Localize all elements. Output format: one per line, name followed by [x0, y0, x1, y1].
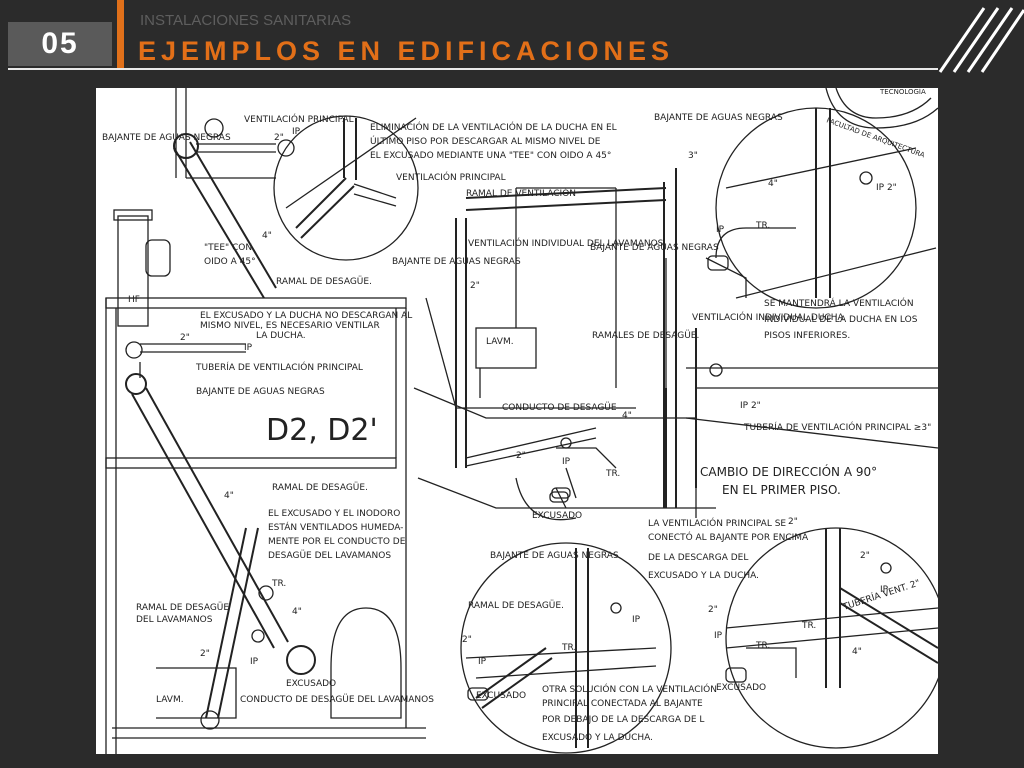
label-ramal-desague-3: RAMAL DE DESAGÜE.	[468, 600, 564, 611]
dim-4in-6: 4"	[852, 647, 862, 657]
plumbing-diagram: BAJANTE DE AGUAS NEGRAS VENTILACIÓN PRIN…	[102, 88, 938, 754]
label-conducto-desague: CONDUCTO DE DESAGÜE	[502, 402, 617, 413]
label-ramal-desague-lav-1: RAMAL DE DESAGÜE	[136, 602, 229, 613]
label-ventilacion-individual-ducha: VENTILACIÓN INDIVIDUAL DUCHA	[692, 311, 844, 323]
accent-bar	[117, 0, 124, 68]
dim-4in-2: 4"	[768, 179, 778, 189]
dim-ip-9: IP	[478, 657, 487, 667]
dim-ip2-2: IP 2"	[740, 401, 761, 411]
label-otra-4: EXCUSADO Y LA DUCHA.	[542, 733, 653, 743]
label-excusado-3: EXCUSADO	[476, 691, 526, 701]
label-excusado-ducha-1: EL EXCUSADO Y LA DUCHA NO DESCARGAN AL	[200, 311, 412, 321]
dim-4in-3: 4"	[622, 411, 632, 421]
dim-ip2-1: IP 2"	[876, 183, 897, 193]
dim-2in-5: 2"	[200, 649, 210, 659]
label-se-mantendra-1: SE MANTENDRÁ LA VENTILACIÓN	[764, 297, 914, 309]
label-hf: HF	[128, 295, 140, 305]
dim-2in-1: 2"	[274, 133, 284, 143]
label-eliminacion-3: EL EXCUSADO MEDIANTE UNA "TEE" CON OIDO …	[370, 151, 611, 161]
label-excusado-1: EXCUSADO	[532, 511, 582, 521]
label-tuberia-vent: TUBERÍA DE VENTILACIÓN PRINCIPAL	[195, 361, 363, 373]
label-ramal-desague-lav-2: DEL LAVAMANOS	[136, 615, 213, 625]
label-eliminacion-2: ÚLTIMO PISO POR DESCARGAR AL MISMO NIVEL…	[370, 135, 601, 147]
label-bajante-2: BAJANTE DE AGUAS NEGRAS	[392, 257, 521, 267]
plumbing-diagram-panel: BAJANTE DE AGUAS NEGRAS VENTILACIÓN PRIN…	[96, 88, 938, 754]
label-inodoro-2: ESTÁN VENTILADOS HUMEDA-	[268, 521, 403, 533]
label-cambio-2: EN EL PRIMER PISO.	[722, 483, 841, 497]
label-la-vent-1: LA VENTILACIÓN PRINCIPAL SE	[648, 517, 786, 529]
label-otra-1: OTRA SOLUCIÓN CON LA VENTILACIÓN	[542, 683, 717, 695]
label-otra-2: PRINCIPAL CONECTADA AL BAJANTE	[542, 699, 703, 709]
dim-tr-3: TR.	[271, 579, 286, 589]
label-ramal-desague-1: RAMAL DE DESAGÜE.	[276, 276, 372, 287]
dim-ip-4: IP	[562, 457, 571, 467]
dim-4in-4: 4"	[224, 491, 234, 501]
label-tuberia-vent-principal: TUBERÍA DE VENTILACIÓN PRINCIPAL ≥3"	[743, 421, 931, 433]
label-bajante-top: BAJANTE DE AGUAS NEGRAS	[654, 113, 783, 123]
label-la-vent-4: EXCUSADO Y LA DUCHA.	[648, 571, 759, 581]
label-se-mantendra-2: INDIVIDUAL DE LA DUCHA EN LOS	[764, 315, 918, 325]
dim-2in-8: 2"	[708, 605, 718, 615]
dim-ip-2: IP	[716, 225, 725, 235]
label-ramal-desague-2: RAMAL DE DESAGÜE.	[272, 482, 368, 493]
dim-4in-5: 4"	[292, 607, 302, 617]
label-tee-1: "TEE" CON	[204, 243, 252, 253]
dim-tr-6: TR.	[561, 643, 576, 653]
label-bajante-3: BAJANTE DE AGUAS NEGRAS	[590, 243, 719, 253]
label-ventilacion-principal-2: VENTILACIÓN PRINCIPAL	[396, 171, 506, 183]
label-otra-3: POR DEBAJO DE LA DESCARGA DE L	[542, 715, 704, 725]
dim-2in-3: 2"	[470, 281, 480, 291]
label-cambio-1: CAMBIO DE DIRECCIÓN A 90°	[700, 464, 877, 479]
section-number-box: 05	[8, 22, 112, 66]
label-inodoro-3: MENTE POR EL CONDUCTO DE	[268, 537, 406, 547]
decorative-slashes-icon	[938, 7, 1024, 73]
label-ramales-desague: RAMALES DE DESAGÜE.	[592, 330, 699, 341]
dim-2in-4: 2"	[516, 451, 526, 461]
dim-2in-9: 2"	[462, 635, 472, 645]
dim-ip-3: IP	[244, 343, 253, 353]
label-conducto-lav: CONDUCTO DE DESAGÜE DEL LAVAMANOS	[240, 694, 434, 705]
label-excusado-ducha-3: LA DUCHA.	[256, 331, 306, 341]
header-divider	[8, 68, 938, 70]
dim-ip-7: IP	[714, 631, 723, 641]
label-d2: D2, D2'	[266, 413, 378, 448]
dim-4in-1: 4"	[262, 231, 272, 241]
dim-2in-6: 2"	[788, 517, 798, 527]
label-excusado-ducha-2: MISMO NIVEL, ES NECESARIO VENTILAR	[200, 321, 380, 331]
label-se-mantendra-3: PISOS INFERIORES.	[764, 331, 850, 341]
slide-subtitle: INSTALACIONES SANITARIAS	[140, 12, 352, 29]
label-stamp-top: TECNOLOGÍA	[879, 88, 926, 96]
dim-tr-4: TR.	[755, 641, 770, 651]
dim-ip-6: IP	[880, 585, 889, 595]
label-inodoro-4: DESAGÜE DEL LAVAMANOS	[268, 550, 391, 561]
label-eliminacion-1: ELIMINACIÓN DE LA VENTILACIÓN DE LA DUCH…	[370, 121, 617, 133]
label-excusado-4: EXCUSADO	[716, 683, 766, 693]
slide-header: 05 INSTALACIONES SANITARIAS EJEMPLOS EN …	[0, 0, 1024, 80]
dim-2in-2: 2"	[180, 333, 190, 343]
label-ventilacion-individual-lav: VENTILACIÓN INDIVIDUAL DEL LAVAMANOS	[468, 237, 664, 249]
label-inodoro-1: EL EXCUSADO Y EL INODORO	[268, 509, 400, 519]
label-lavm-1: LAVM.	[486, 337, 514, 347]
dim-ip-1: IP	[292, 127, 301, 137]
label-bajante-4: BAJANTE DE AGUAS NEGRAS	[196, 387, 325, 397]
label-lavm-2: LAVM.	[156, 695, 184, 705]
label-la-vent-2: CONECTÓ AL BAJANTE POR ENCIMA	[648, 531, 809, 543]
dim-ip-5: IP	[250, 657, 259, 667]
dim-tr-1: TR.	[755, 221, 770, 231]
dim-tr-2: TR.	[605, 469, 620, 479]
label-bajante-1: BAJANTE DE AGUAS NEGRAS	[102, 133, 231, 143]
dim-3in-1: 3"	[688, 151, 698, 161]
slide-title: EJEMPLOS EN EDIFICACIONES	[138, 36, 675, 66]
label-ramal-ventilacion: RAMAL DE VENTILACIÓN	[466, 187, 576, 199]
dim-2in-7: 2"	[860, 551, 870, 561]
dim-tr-5: TR.	[801, 621, 816, 631]
label-la-vent-3: DE LA DESCARGA DEL	[648, 553, 748, 563]
label-bajante-5: BAJANTE DE AGUAS NEGRAS	[490, 551, 619, 561]
label-ventilacion-principal-1: VENTILACIÓN PRINCIPAL	[244, 113, 354, 125]
label-excusado-5: EXCUSADO	[286, 679, 336, 689]
label-tee-2: OIDO A 45°	[204, 257, 256, 267]
dim-ip-8: IP	[632, 615, 641, 625]
section-number: 05	[41, 27, 79, 60]
